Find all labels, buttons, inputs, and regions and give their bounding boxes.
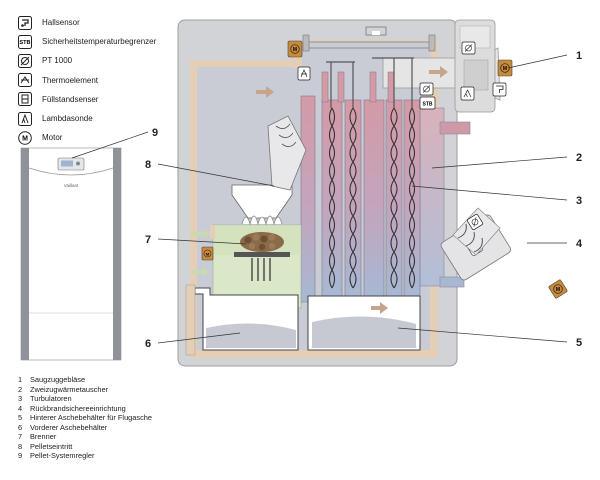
legend-label: Thermoelement [42, 75, 99, 85]
motor-sensor-box-burner: M [201, 246, 214, 261]
motor-sensor-box-screw: M [548, 279, 568, 299]
callout-9: 9 [152, 127, 158, 139]
flue-gas-arrows [256, 66, 448, 314]
callout-6: 6 [145, 338, 151, 350]
turbulators [328, 107, 416, 289]
legend-label: Hallsensor [42, 18, 80, 28]
pt1000-sensor-screw [466, 213, 484, 231]
legend-row-level-sensor: Füllstandsenser [18, 90, 156, 109]
legend-label: PT 1000 [42, 56, 73, 66]
pt1000-sensor [419, 82, 434, 96]
return-pipe [439, 276, 465, 288]
supply-pipe [439, 121, 471, 135]
turbulator-hangers [326, 57, 414, 108]
legend: Hallsensor STB Sicherheitstemperaturbegr… [18, 13, 156, 147]
legend-row-lambda-probe: Lambdasonde [18, 109, 156, 128]
brand-logo: Vaillant [64, 183, 79, 188]
burner-grate [234, 252, 290, 257]
svg-text:STB: STB [423, 101, 433, 107]
legend-row-thermocouple: Thermoelement [18, 71, 156, 90]
thermocouple-icon [18, 73, 32, 88]
rear-ash-container [312, 316, 416, 348]
svg-text:M: M [556, 287, 560, 293]
legend-label: Füllstandsenser [42, 94, 99, 104]
pt1000-sensor-flue [461, 41, 476, 55]
legend-row-hall-sensor: Hallsensor [18, 13, 156, 32]
level-sensor-icon [18, 92, 32, 107]
callout-5: 5 [576, 337, 582, 349]
legend-row-motor: M Motor [18, 128, 156, 147]
svg-text:M: M [206, 251, 210, 256]
motor-sensor-box-fan: M [497, 59, 513, 77]
heat-exchanger-panel [419, 107, 445, 287]
legend-label: Motor [42, 133, 63, 143]
air-inlet-arrows [190, 225, 215, 277]
legend-label: Lambdasonde [42, 114, 93, 124]
boiler-cutaway: M M M M STB [177, 19, 568, 367]
hall-sensor [492, 82, 507, 97]
pellet-entry-chute [267, 115, 307, 191]
stb-sensor: STB [419, 96, 436, 110]
motor-icon: M [18, 130, 32, 145]
burner-rods [251, 258, 271, 281]
callout-3: 3 [576, 195, 582, 207]
svg-text:STB: STB [20, 40, 31, 46]
pt1000-icon [18, 53, 32, 68]
controller-knob-icon [76, 161, 80, 166]
thermocouple-sensor [297, 66, 311, 81]
hall-sensor-icon [18, 15, 32, 30]
lambda-probe-sensor [460, 86, 475, 101]
svg-text:M: M [503, 66, 507, 72]
legend-label: Sicherheitstemperaturbegrenzer [42, 37, 157, 47]
boiler-front-view: Vaillant [20, 147, 122, 361]
svg-text:M: M [293, 47, 297, 53]
svg-text:M: M [22, 135, 28, 142]
legend-row-stb: STB Sicherheitstemperaturbegrenzer [18, 32, 156, 51]
feed-screw [452, 207, 501, 256]
lambda-probe-icon [18, 111, 32, 126]
callout-8: 8 [145, 159, 151, 171]
motor-sensor-box-left: M [287, 40, 303, 58]
callout-lines [71, 54, 568, 344]
callout-2: 2 [576, 152, 582, 164]
controller-display [61, 160, 73, 167]
legend-row-pt1000: PT 1000 [18, 51, 156, 70]
callout-1: 1 [576, 50, 582, 62]
stb-icon: STB [18, 34, 32, 49]
front-ash-container [206, 323, 296, 348]
callout-4: 4 [576, 238, 583, 250]
burner-flame [240, 215, 284, 252]
callout-7: 7 [145, 234, 151, 246]
